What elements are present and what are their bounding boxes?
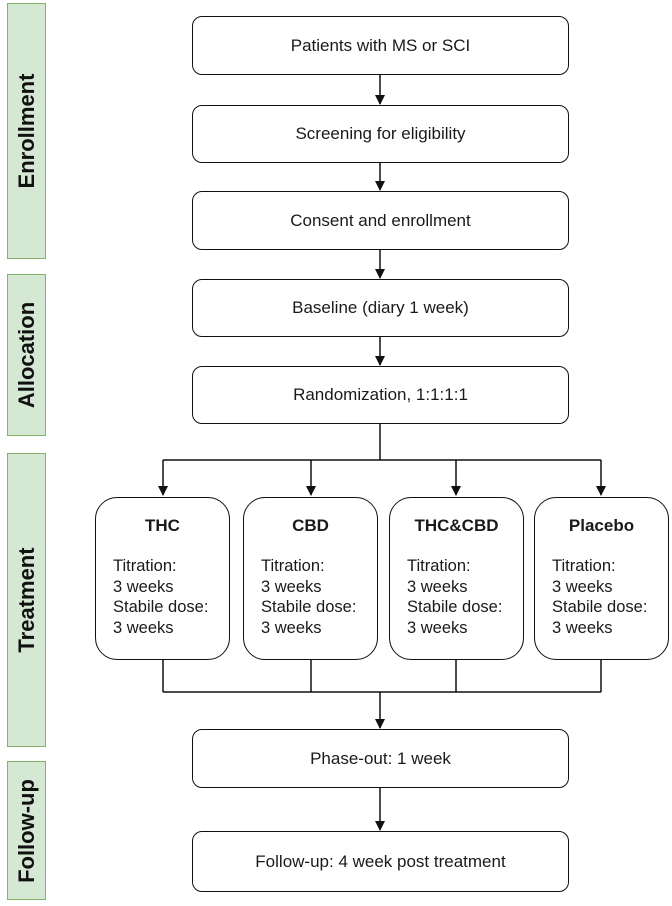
step-baseline-text: Baseline (diary 1 week) <box>292 298 469 317</box>
arm-thc-details: Titration: 3 weeks Stabile dose: 3 weeks <box>113 556 208 638</box>
arm-thc-cbd-stable-label: Stabile dose: <box>407 598 503 616</box>
phase-treatment: Treatment <box>7 453 46 747</box>
arm-thc-cbd-details: Titration: 3 weeks Stabile dose: 3 weeks <box>407 556 502 638</box>
arm-thc-cbd-name: THC&CBD <box>414 516 499 535</box>
arm-thc-name: THC <box>145 516 180 535</box>
step-phase-out-text: Phase-out: 1 week <box>310 748 451 768</box>
arm-cbd-titration-duration: 3 weeks <box>261 577 322 596</box>
phase-follow-up: Follow-up <box>7 761 46 900</box>
step-follow-up: Follow-up: 4 week post treatment <box>192 831 569 892</box>
arm-thc-titration-label: Titration: <box>113 557 177 575</box>
step-screening-text: Screening for eligibility <box>295 124 466 143</box>
step-screening: Screening for eligibility <box>192 105 569 163</box>
arm-cbd-stable-label: Stabile dose: <box>261 598 357 616</box>
arm-placebo-titration-duration: 3 weeks <box>552 577 613 596</box>
step-patients: Patients with MS or SCI <box>192 16 569 75</box>
arm-placebo: Placebo Titration: 3 weeks Stabile dose:… <box>534 497 669 660</box>
arm-placebo-titration-label: Titration: <box>552 557 616 575</box>
arm-placebo-stable-duration: 3 weeks <box>552 618 613 637</box>
step-randomization-text: Randomization, 1:1:1:1 <box>293 385 468 404</box>
arm-cbd-name: CBD <box>292 516 329 535</box>
arm-placebo-details: Titration: 3 weeks Stabile dose: 3 weeks <box>552 556 647 638</box>
arm-thc-stable-duration: 3 weeks <box>113 618 174 637</box>
step-baseline: Baseline (diary 1 week) <box>192 279 569 337</box>
phase-enrollment: Enrollment <box>7 3 46 259</box>
arm-thc-titration-duration: 3 weeks <box>113 577 174 596</box>
step-consent: Consent and enrollment <box>192 191 569 250</box>
step-consent-text: Consent and enrollment <box>290 210 471 230</box>
step-phase-out: Phase-out: 1 week <box>192 729 569 788</box>
arm-cbd-titration-label: Titration: <box>261 557 325 575</box>
phase-allocation: Allocation <box>7 274 46 436</box>
arm-thc-stable-label: Stabile dose: <box>113 598 209 616</box>
arm-thc-cbd: THC&CBD Titration: 3 weeks Stabile dose:… <box>389 497 524 660</box>
arm-cbd-stable-duration: 3 weeks <box>261 618 322 637</box>
step-follow-up-text: Follow-up: 4 week post treatment <box>255 851 506 871</box>
arm-placebo-stable-label: Stabile dose: <box>552 598 648 616</box>
arm-placebo-name: Placebo <box>568 516 635 535</box>
step-randomization: Randomization, 1:1:1:1 <box>192 366 569 424</box>
arm-thc-cbd-stable-duration: 3 weeks <box>407 618 468 637</box>
arm-thc-cbd-titration-label: Titration: <box>407 557 471 575</box>
arm-cbd: CBD Titration: 3 weeks Stabile dose: 3 w… <box>243 497 378 660</box>
arm-cbd-details: Titration: 3 weeks Stabile dose: 3 weeks <box>261 556 356 638</box>
arm-thc: THC Titration: 3 weeks Stabile dose: 3 w… <box>95 497 230 660</box>
step-patients-text: Patients with MS or SCI <box>290 35 471 55</box>
arm-thc-cbd-titration-duration: 3 weeks <box>407 577 468 596</box>
